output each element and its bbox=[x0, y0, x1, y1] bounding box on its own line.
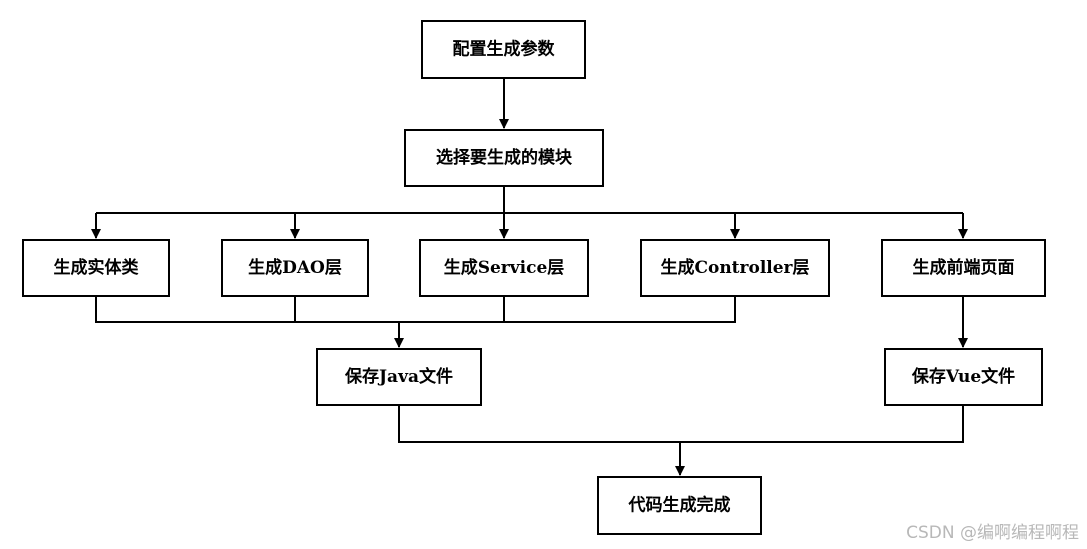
node-save-vue: 保存Vue文件 bbox=[884, 348, 1043, 406]
node-code-done: 代码生成完成 bbox=[597, 476, 762, 535]
node-gen-dao: 生成DAO层 bbox=[221, 239, 369, 297]
node-gen-entity-label: 生成实体类 bbox=[54, 257, 140, 278]
watermark: CSDN @编啊编程啊程 bbox=[906, 523, 1079, 543]
final-merge-bus bbox=[398, 406, 964, 443]
backend-merge-bus bbox=[95, 297, 736, 323]
node-gen-controller-label: 生成Controller层 bbox=[660, 257, 809, 278]
edges bbox=[91, 79, 968, 476]
node-config-params-label: 配置生成参数 bbox=[453, 39, 556, 60]
node-gen-service: 生成Service层 bbox=[419, 239, 589, 297]
node-save-vue-label: 保存Vue文件 bbox=[911, 366, 1015, 387]
node-gen-controller: 生成Controller层 bbox=[640, 239, 830, 297]
node-save-java: 保存Java文件 bbox=[316, 348, 482, 406]
node-select-module-label: 选择要生成的模块 bbox=[436, 147, 573, 168]
node-gen-dao-label: 生成DAO层 bbox=[248, 257, 342, 278]
node-select-module: 选择要生成的模块 bbox=[404, 129, 604, 187]
node-gen-frontend-label: 生成前端页面 bbox=[913, 257, 1015, 278]
node-gen-entity: 生成实体类 bbox=[22, 239, 170, 297]
node-code-done-label: 代码生成完成 bbox=[628, 495, 731, 516]
node-gen-frontend: 生成前端页面 bbox=[881, 239, 1046, 297]
node-config-params: 配置生成参数 bbox=[421, 20, 586, 79]
node-gen-service-label: 生成Service层 bbox=[444, 257, 565, 278]
node-save-java-label: 保存Java文件 bbox=[344, 366, 453, 387]
